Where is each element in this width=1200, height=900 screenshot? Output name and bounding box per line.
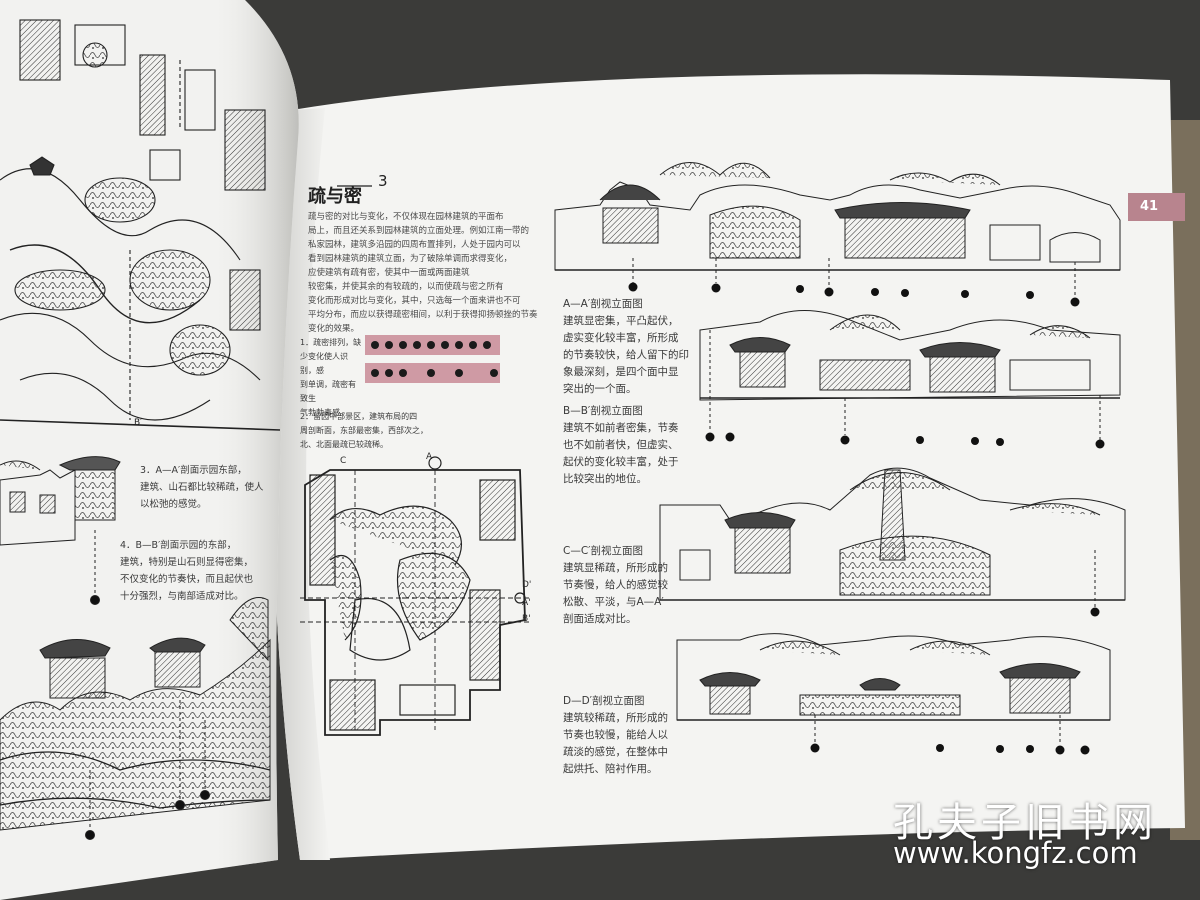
left-caption-3: 3．A—A′剖面示园东部， 建筑、山石都比较稀疏，使人 以松弛的感觉。 — [140, 465, 264, 510]
elevation-b-text: 建筑不如前者密集，节奏 也不如前者快，但虚实、 起伏的变化较丰富，处于 比较突出… — [563, 422, 679, 485]
left-caption-4: 4．B—B′剖面示园的东部， 建筑，特别是山石则显得密集， 不仅变化的节奏快，而… — [120, 540, 254, 602]
section-number: 3 — [378, 172, 388, 190]
liuyuan-plan — [300, 456, 530, 736]
left-elevation-a — [0, 456, 121, 605]
elevation-d-label: D—D′剖视立面图 — [563, 695, 645, 707]
page-tab — [1128, 193, 1185, 221]
section-title: 疏与密 — [308, 186, 362, 207]
elevation-a-markers — [628, 282, 1080, 307]
plan-marker-a: A — [426, 452, 433, 462]
elevation-d-drawing — [676, 633, 1111, 745]
watermark-url: www.kongfz.com — [893, 836, 1138, 870]
left-elevation-b — [0, 597, 271, 840]
page-number: 41 — [1140, 199, 1159, 214]
elevation-c-label: C—C′剖视立面图 — [563, 545, 644, 557]
elevation-c-drawing — [659, 467, 1126, 608]
elevation-b-drawing — [699, 310, 1121, 440]
elevation-c-markers — [1090, 607, 1100, 617]
legend-caption: 1．疏密排列，缺 少变化使人识别，感 到单调，疏密有致生 气勃勃毒感。 — [300, 338, 362, 417]
plan-marker-b-prime: B' — [522, 614, 531, 624]
watermark-shop-name: 孔夫子旧书网 — [893, 800, 1157, 846]
plan-marker-a-prime: A' — [522, 598, 531, 608]
right-page — [272, 74, 1186, 861]
plan-marker-c: C — [340, 456, 347, 466]
left-marker-b-prime: B′ — [134, 418, 143, 428]
intro-paragraph: 疏与密的对比与变化，不仅体现在园林建筑的平面布 局上，而且还关系到园林建筑的立面… — [308, 212, 538, 334]
left-garden-plan — [0, 19, 281, 431]
plan-caption: 2．留园中部景区，建筑布局的四 周剖断面，东部最密集，西部次之， 北、北面最疏已… — [300, 412, 428, 449]
plan-marker-d-prime: D' — [522, 580, 532, 590]
density-legend — [365, 335, 500, 383]
elevation-b-label: B—B′剖视立面图 — [563, 405, 643, 417]
elevation-a-label: A—A′剖视立面图 — [563, 298, 643, 310]
elevation-c-text: 建筑显稀疏，所形成的 节奏慢，给人的感觉较 松散、平淡，与A—A′ 剖面适成对比… — [563, 562, 668, 625]
elevation-d-markers — [810, 743, 1090, 755]
elevation-a-drawing — [554, 162, 1121, 298]
elevation-a-text: 建筑显密集，平凸起伏， 虚实变化较丰富，所形成 的节奏较快，给人留下的印 象最深… — [563, 315, 689, 395]
elevation-b-markers — [705, 432, 1105, 449]
elevation-d-text: 建筑较稀疏，所形成的 节奏也较慢，能给人以 疏淡的感觉，在整体中 起烘托、陪衬作… — [563, 712, 668, 775]
